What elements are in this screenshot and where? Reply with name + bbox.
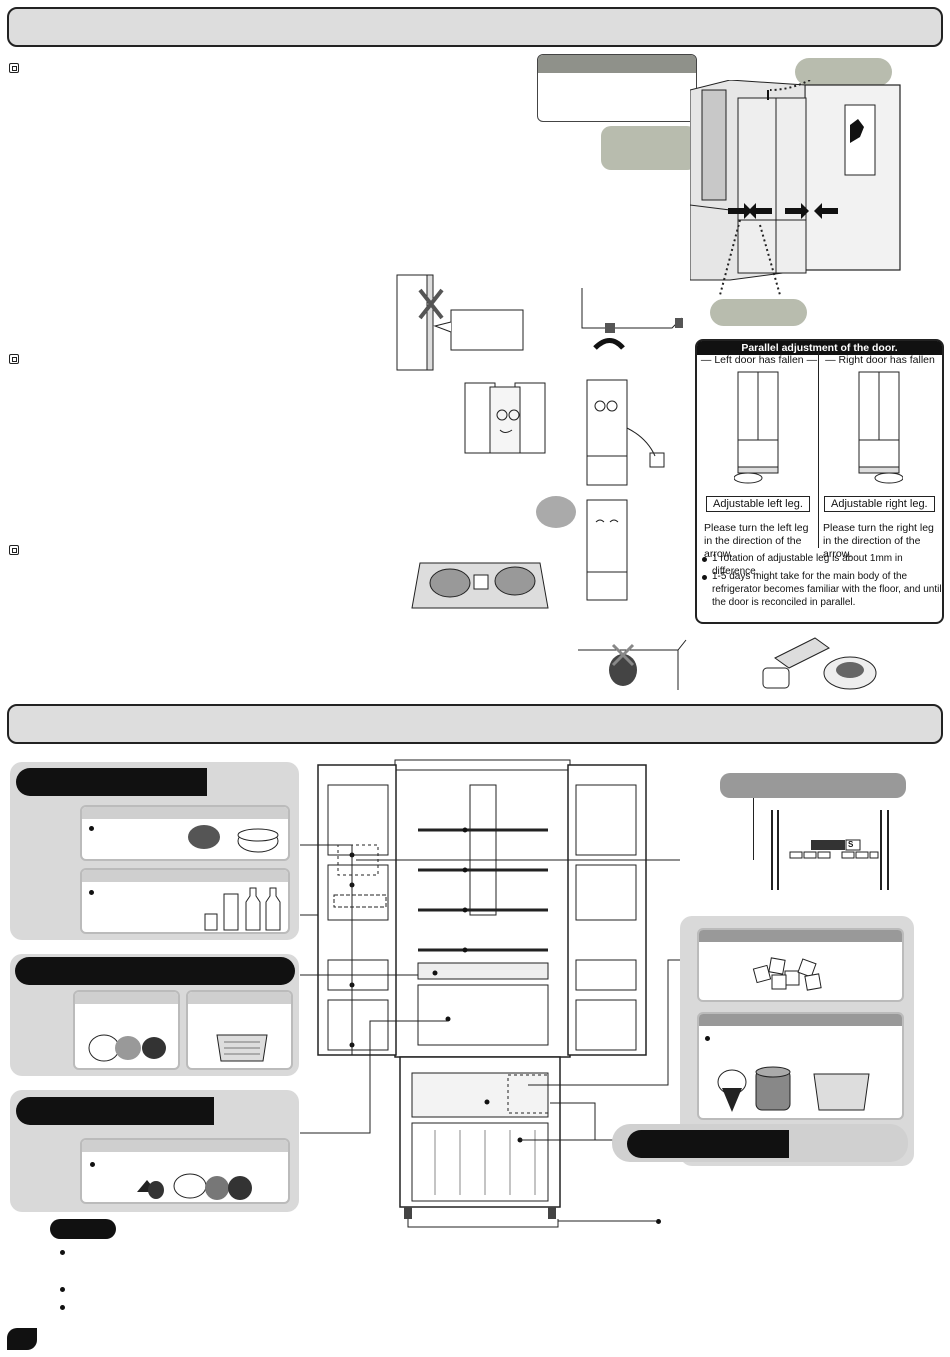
- cleaning-refrigerator-illustration: [464, 382, 546, 454]
- parallel-note-2: 1-5 days might take for the main body of…: [712, 571, 942, 608]
- ice-cream-icon: [717, 1066, 870, 1112]
- parallel-divider: [818, 352, 819, 548]
- adjustable-leg-illustration: [581, 288, 683, 350]
- refrigerator-left-fallen-icon: [734, 371, 779, 484]
- left-leg-instruction: Please turn the left leg in the directio…: [704, 522, 809, 560]
- kitchen-refrigerator-illustration: [690, 80, 901, 296]
- freezer-title-bar: [627, 1130, 789, 1158]
- defrost-tray-illustration: [411, 562, 549, 609]
- bullet-icon: [89, 890, 94, 895]
- parallel-adjustment-box: Parallel adjustment of the door.: [695, 339, 944, 624]
- section-header-top: [7, 7, 943, 47]
- bullet-icon: [656, 1219, 661, 1224]
- refrigerator-right-fallen-icon: [858, 371, 903, 484]
- right-leg-instruction: Please turn the right leg in the directi…: [823, 522, 934, 560]
- bullet-icon: [90, 1162, 95, 1167]
- control-panel-tag: [720, 773, 906, 798]
- left-leg-label: Adjustable left leg.: [706, 496, 810, 512]
- frozen-food-card: [697, 1012, 904, 1120]
- notes-tag: [50, 1219, 116, 1239]
- plug-refrigerator-illustration: [586, 379, 665, 486]
- vegetable-card: [80, 1138, 290, 1204]
- callout-label: [601, 126, 697, 170]
- ice-tray-icon: [216, 1034, 268, 1062]
- control-display-text: S: [848, 840, 854, 849]
- food-bowls-icon: [188, 825, 279, 853]
- checkbox-icon: [9, 354, 19, 364]
- hand-in-door-illustration: [578, 639, 687, 690]
- page-number-badge: [7, 1328, 37, 1350]
- bullet-icon: [60, 1250, 65, 1255]
- vegetables-icon: [137, 1173, 252, 1200]
- compartment-title-bar: [16, 768, 207, 796]
- parallel-title: Parallel adjustment of the door.: [697, 341, 942, 355]
- bullet-icon: [60, 1305, 65, 1310]
- control-panel-connector: [753, 798, 754, 860]
- checkbox-icon: [9, 63, 19, 73]
- refrigerator-open-diagram: [300, 759, 680, 1228]
- control-panel-illustration: [771, 810, 889, 890]
- parallel-note-1: 1 rotation of adjustable leg is about 1m…: [712, 553, 903, 577]
- door-gap-illustration: [396, 274, 524, 371]
- callout-box: [537, 54, 697, 122]
- checkbox-icon: [9, 545, 19, 555]
- chiller-title-bar: [15, 957, 295, 985]
- bullet-icon: [705, 1036, 710, 1041]
- drinks-bottles-icon: [204, 887, 281, 931]
- smiling-refrigerator-illustration: [536, 496, 628, 601]
- callout-label: [795, 58, 892, 86]
- ice-cubes-icon: [752, 957, 822, 991]
- right-leg-label: Adjustable right leg.: [824, 496, 935, 512]
- food-packaging-illustration: [762, 637, 877, 690]
- chiller-card-right: [186, 990, 293, 1070]
- meat-fish-icon: [88, 1034, 166, 1062]
- section-header-bottom: [7, 704, 943, 744]
- vegetable-title-bar: [16, 1097, 214, 1125]
- left-door-heading: — Left door has fallen —: [700, 354, 818, 366]
- bullet-icon: [702, 575, 707, 580]
- bullet-icon: [89, 826, 94, 831]
- bullet-icon: [702, 557, 707, 562]
- callout-label: [710, 299, 807, 326]
- bullet-icon: [60, 1287, 65, 1292]
